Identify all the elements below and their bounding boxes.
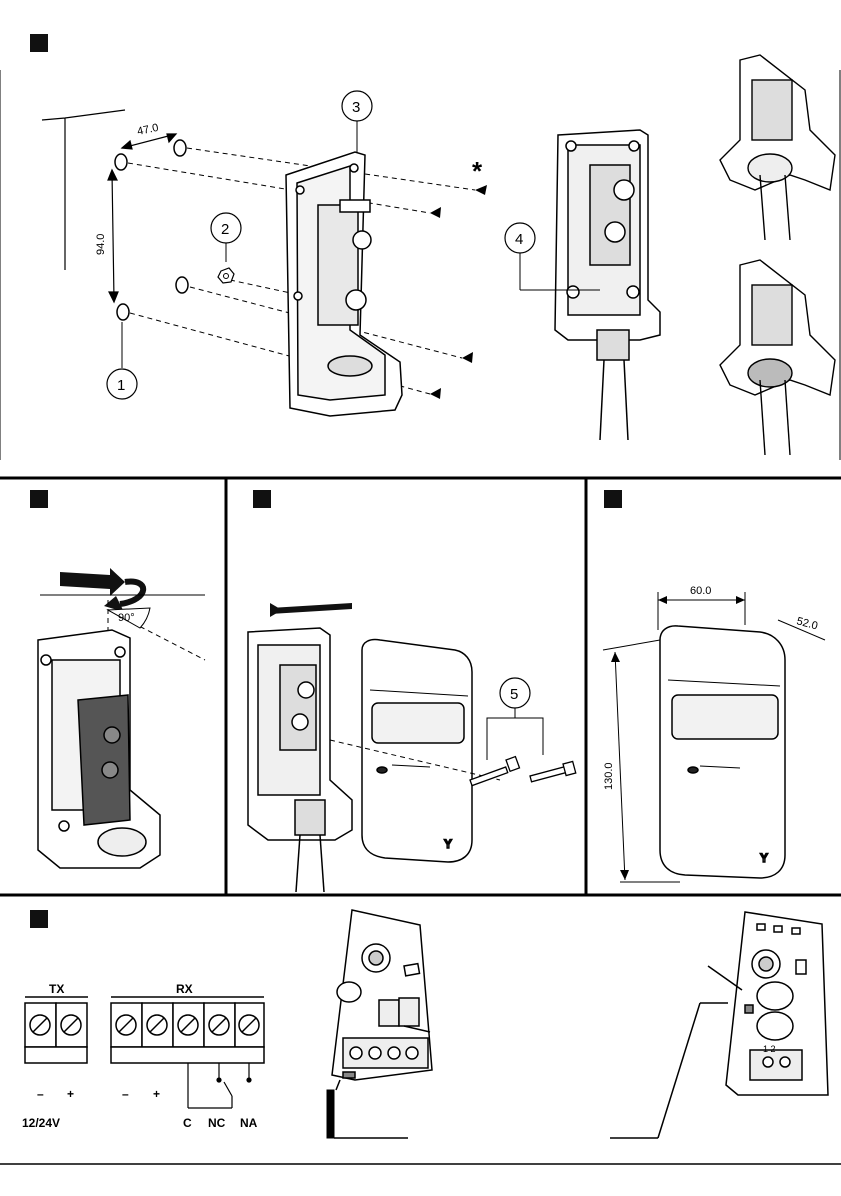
section-marker-wiring [30,910,48,928]
callout-5: 5 [487,678,543,760]
star-marker: * [472,156,483,186]
mounting-bracket [286,152,402,416]
slide-arrow [270,603,352,614]
callout-2-label: 2 [221,221,229,238]
section-marker-dimensions [604,490,622,508]
pcb-right [726,912,828,1095]
dim-height-label: 94.0 [95,234,107,255]
dimension-unit: Y [660,626,785,878]
section-marker-mounting [30,34,48,52]
cable-gland-detail-bottom [720,260,835,455]
dim-width-60: 60.0 [690,585,711,597]
callout-3: 3 [342,91,372,152]
callout-3-label: 3 [352,99,360,116]
callout-1-label: 1 [117,377,125,394]
relay-contact-wiring [188,1063,251,1108]
rx-minus: – [122,1087,129,1101]
nut-part [218,268,234,283]
tx-minus: – [37,1087,44,1101]
mounting-holes [115,140,188,320]
screws [470,757,576,786]
rx-terminal-block [111,1003,264,1063]
dim-depth-52: 52.0 [795,615,819,632]
dim-height-130: 130.0 [603,762,615,790]
wiring-section: TX RX – + – + 12/24V [22,910,828,1138]
hole-top-left [115,154,127,170]
cover-unit: Y [362,639,472,862]
hole-bottom-left [117,304,129,320]
rotated-unit [38,630,160,868]
svg-text:Y: Y [444,837,452,851]
mounting-section: 47.0 94.0 * [42,55,835,455]
rotation-arrow [60,568,143,612]
pcb-right-leaders [610,966,742,1138]
contact-na-label: NA [240,1116,258,1130]
section-marker-cover [253,490,271,508]
base-unit [248,628,352,892]
svg-text:Y: Y [760,851,768,865]
dimensions-section: 60.0 52.0 130.0 Y [603,585,825,882]
assembled-unit [555,130,660,440]
callout-1: 1 [107,322,137,399]
angle-label: 90° [118,612,135,624]
rx-plus: + [153,1087,160,1101]
callout-2: 2 [211,213,241,262]
callout-5-label: 5 [510,686,518,703]
contact-nc-label: NC [208,1116,226,1130]
hole-mid [176,277,188,293]
projection-arrowheads [430,185,487,399]
cover-section: Y 5 [248,603,576,892]
rotation-section: 90° [38,568,205,868]
supply-label: 12/24V [22,1116,60,1130]
rx-label: RX [176,982,193,996]
pcb-right-terminal-label: 1 2 [763,1044,776,1054]
hole-top-right [174,140,186,156]
dim-width-label: 47.0 [136,122,159,138]
tx-label: TX [49,982,64,996]
callout-4-label: 4 [515,231,523,248]
contact-c-label: C [183,1116,192,1130]
tx-plus: + [67,1087,74,1101]
tx-terminal-block [25,1003,87,1063]
cable-gland-detail-top [720,55,835,240]
pcb-left [332,910,432,1080]
section-marker-rotation [30,490,48,508]
